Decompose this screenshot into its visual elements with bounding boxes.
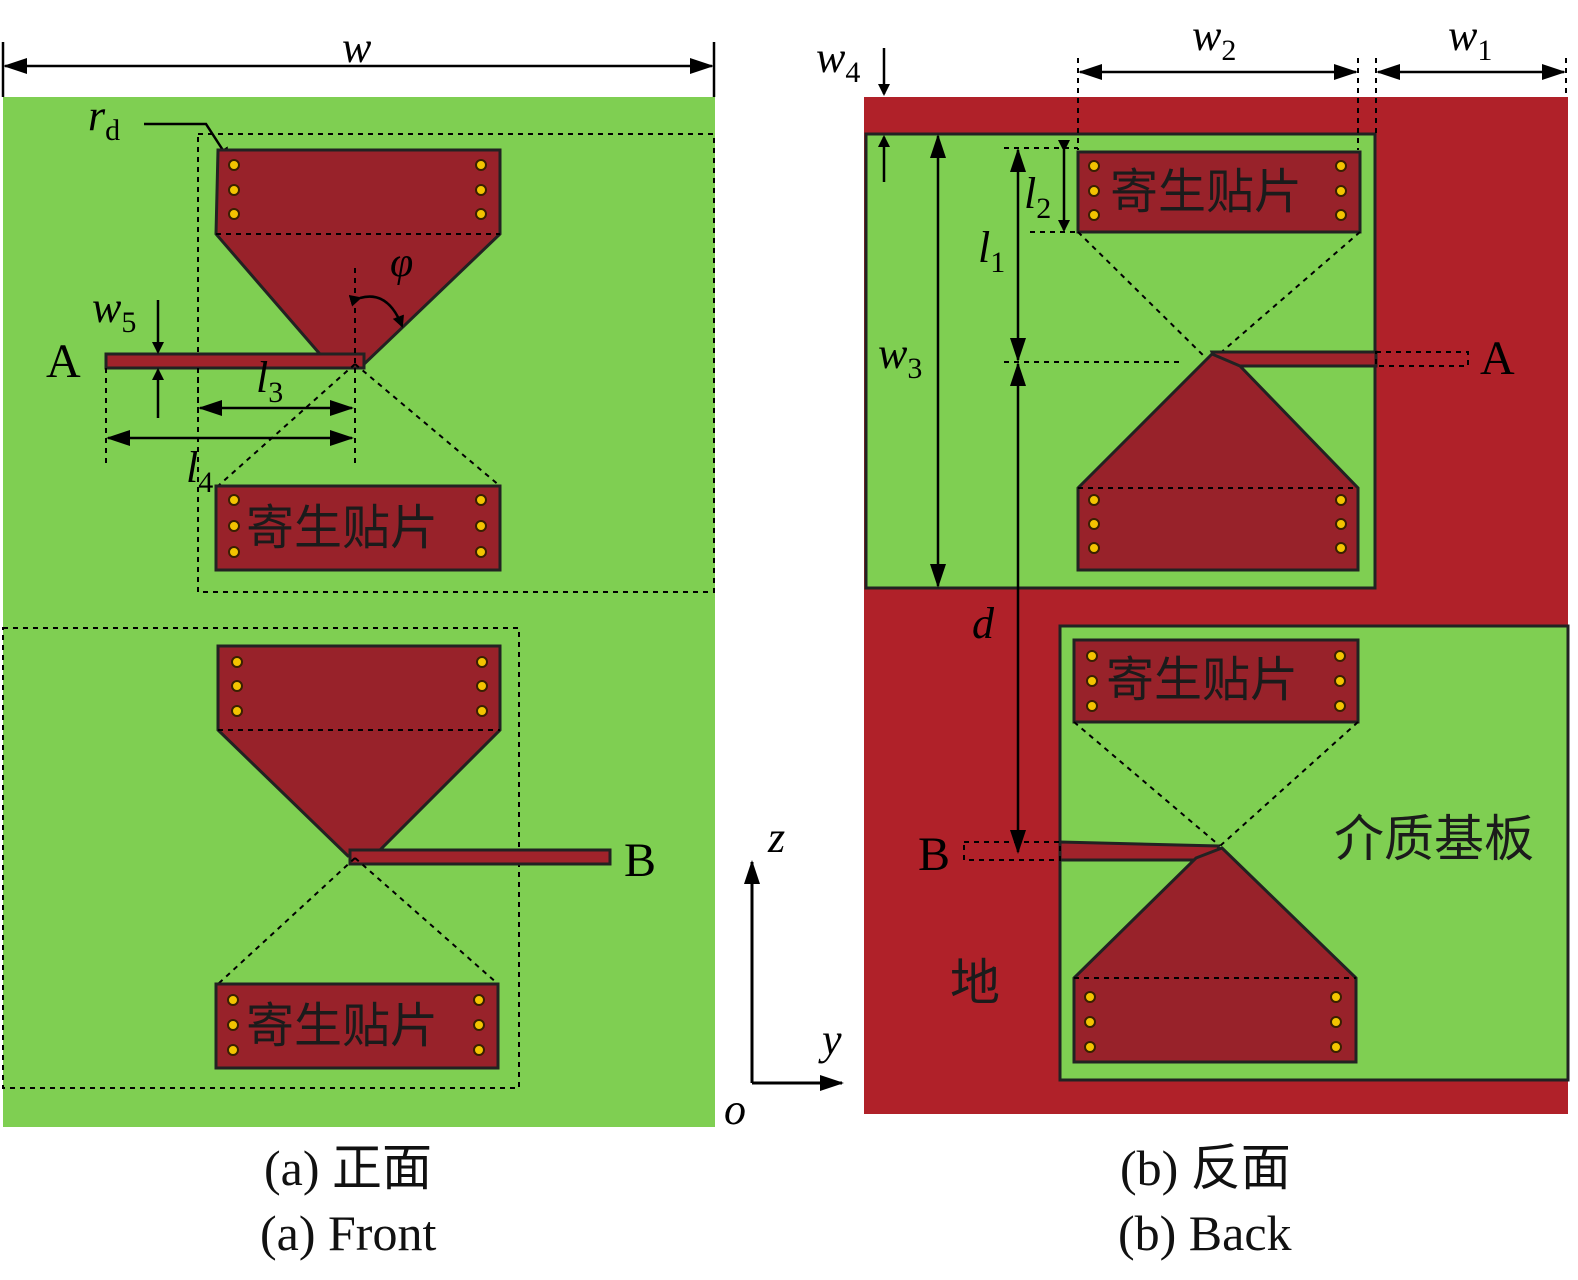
back-caption-en: (b) Back — [1118, 1205, 1292, 1261]
back-view: w4 w2 w1 w3 l1 l2 d 寄生贴片 — [816, 11, 1570, 1261]
front-feed-line-b — [348, 848, 612, 866]
dim-l2-label: l2 — [1024, 169, 1051, 225]
dim-l3-label: l3 — [256, 353, 283, 409]
substrate-label: 介质基板 — [1334, 810, 1534, 868]
axis-y-label: y — [818, 1015, 842, 1064]
coordinate-axes: z y o — [724, 813, 844, 1134]
port-b-front: B — [624, 834, 656, 887]
dim-d-label: d — [972, 599, 995, 648]
front-parasitic-label-1: 寄生贴片 — [246, 500, 438, 556]
dim-l4-label: l4 — [186, 443, 213, 499]
back-parasitic-label-2: 寄生贴片 — [1106, 652, 1298, 708]
port-a-back: A — [1480, 332, 1515, 385]
port-b-back: B — [918, 828, 950, 881]
ground-label: 地 — [950, 954, 1000, 1012]
dim-w4-label: w4 — [816, 33, 860, 89]
back-parasitic-patch-2 — [1072, 638, 1360, 724]
front-upper-vias — [228, 159, 487, 220]
front-view: w rd A φ w5 l3 l4 — [1, 23, 716, 1261]
port-a-front: A — [46, 335, 81, 388]
dim-w5-label: w5 — [92, 283, 136, 339]
back-parasitic-label-1: 寄生贴片 — [1110, 164, 1302, 220]
front-feed-line-a — [104, 352, 366, 370]
front-caption-cn: (a) 正面 — [264, 1140, 432, 1196]
back-parasitic-patch-1 — [1076, 150, 1362, 234]
front-parasitic-label-2: 寄生贴片 — [246, 998, 438, 1054]
axis-origin-label: o — [724, 1085, 746, 1134]
dim-l1-label: l1 — [978, 223, 1005, 279]
dim-w3-label: w3 — [878, 329, 922, 385]
front-parasitic-patch-1 — [214, 484, 502, 572]
back-caption-cn: (b) 反面 — [1120, 1140, 1291, 1196]
dim-rd-label: rd — [88, 91, 120, 147]
front-parasitic-patch-2 — [214, 982, 500, 1070]
axis-z-label: z — [767, 813, 785, 862]
dim-w-label: w — [342, 23, 372, 72]
front-caption-en: (a) Front — [260, 1205, 436, 1261]
dim-w2-label: w2 — [1192, 11, 1236, 67]
dim-w1-label: w1 — [1448, 11, 1492, 67]
dim-phi-label: φ — [390, 240, 413, 286]
